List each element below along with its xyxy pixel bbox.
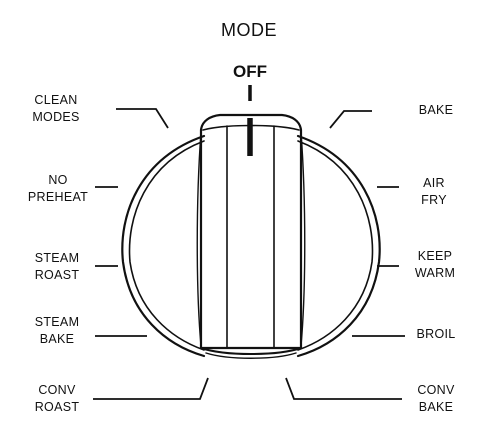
knob-grip-bottom-lip — [205, 352, 297, 359]
grip-shade-right — [300, 131, 306, 347]
mode-label-steam-roast[interactable]: STEAM ROAST — [34, 251, 80, 282]
mode-label-bake[interactable]: BAKE — [418, 103, 454, 117]
knob-grip-bottom-cap — [200, 347, 302, 355]
mode-label-air-fry[interactable]: AIR FRY — [421, 176, 447, 207]
right-leaders — [285, 110, 405, 400]
mode-label-conv-roast[interactable]: CONV ROAST — [34, 383, 80, 414]
knob-rim-right — [296, 134, 381, 358]
mode-label-keep-warm[interactable]: KEEP WARM — [414, 249, 456, 280]
mode-label-conv-bake[interactable]: CONV BAKE — [417, 383, 455, 414]
leader-bake — [329, 110, 372, 129]
knob-grip-outline — [199, 113, 303, 350]
mode-knob[interactable] — [121, 113, 381, 359]
mode-label-steam-bake[interactable]: STEAM BAKE — [34, 315, 80, 346]
mode-title: MODE — [221, 20, 277, 40]
mode-label-no-preheat[interactable]: NO PREHEAT — [27, 173, 89, 204]
grip-shade-left — [196, 131, 202, 347]
mode-label-clean-modes[interactable]: CLEAN MODES — [32, 93, 80, 124]
knob-rim-right-inner — [297, 140, 374, 351]
leader-conv-roast — [93, 377, 209, 400]
knob-rim-left — [121, 134, 206, 358]
left-leaders — [93, 108, 209, 400]
knob-rim-left-inner — [128, 140, 205, 351]
mode-label-broil[interactable]: BROIL — [416, 327, 456, 341]
leader-clean-modes — [116, 108, 169, 129]
off-label[interactable]: OFF — [233, 62, 267, 81]
leader-conv-bake — [285, 377, 402, 400]
